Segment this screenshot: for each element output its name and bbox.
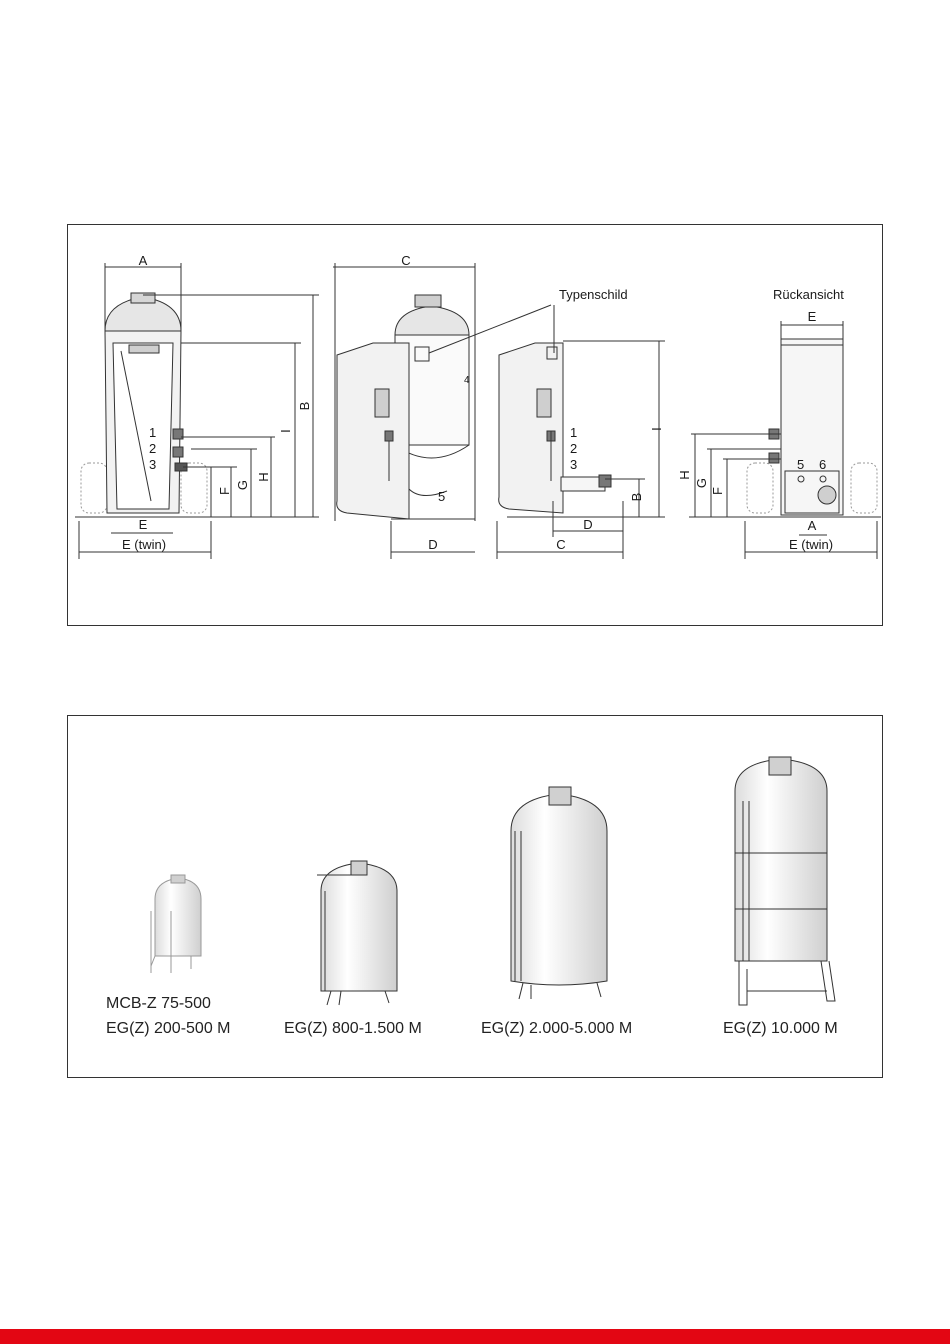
- typenschild-label: Typenschild: [559, 287, 628, 302]
- dim-label-g: G: [235, 480, 250, 490]
- tank-2000-5000: [511, 787, 607, 999]
- connection-3-label: 3: [149, 457, 156, 472]
- connection-1-label: 1: [149, 425, 156, 440]
- dim-label-f: F: [217, 487, 232, 495]
- dim-label-b: B: [297, 402, 312, 411]
- tank-small: [151, 875, 201, 973]
- tank-800-1500: [317, 861, 397, 1005]
- dim-label-a: A: [139, 253, 148, 268]
- dim-label-f-rear: F: [710, 487, 725, 495]
- rear-view: [689, 321, 881, 559]
- tank-caption-1-line2: EG(Z) 200-500 M: [106, 1018, 230, 1040]
- dimension-drawing: A C Typenschild Rückansicht E 1 2 3 1 2 …: [68, 225, 884, 627]
- connection-6-label-rear: 6: [819, 457, 826, 472]
- dim-label-b-right: B: [629, 493, 644, 502]
- dim-label-a-rear: A: [808, 518, 817, 533]
- dim-label-d-side: D: [428, 537, 437, 552]
- tank-caption-1-line1: MCB-Z 75-500: [106, 993, 211, 1015]
- dimension-drawing-panel: A C Typenschild Rückansicht E 1 2 3 1 2 …: [67, 224, 883, 626]
- connection-5-label: 5: [438, 489, 445, 504]
- front-view: [75, 293, 216, 517]
- dim-label-e-rear: E: [808, 309, 817, 324]
- dim-label-h: H: [256, 472, 271, 481]
- dim-label-e: E: [139, 517, 148, 532]
- footer-accent-bar: [0, 1329, 950, 1344]
- dim-label-i-right: I: [649, 427, 664, 431]
- dim-label-h-rear: H: [677, 470, 692, 479]
- connection-3-label-right: 3: [570, 457, 577, 472]
- tank-caption-2: EG(Z) 800-1.500 M: [284, 1018, 422, 1040]
- cabinet-view: [497, 341, 665, 559]
- connection-4-label: 4: [464, 375, 470, 386]
- dim-label-d: D: [583, 517, 592, 532]
- connection-5-label-rear: 5: [797, 457, 804, 472]
- connection-2-label: 2: [149, 441, 156, 456]
- dim-label-e-twin: E (twin): [122, 537, 166, 552]
- dim-label-c-bottom: C: [556, 537, 565, 552]
- connection-2-label-right: 2: [570, 441, 577, 456]
- tank-10000: [735, 757, 835, 1005]
- dim-label-g-rear: G: [694, 478, 709, 488]
- connection-1-label-right: 1: [570, 425, 577, 440]
- dim-label-c: C: [401, 253, 410, 268]
- dim-label-e-twin-rear: E (twin): [789, 537, 833, 552]
- rueckansicht-label: Rückansicht: [773, 287, 844, 302]
- dim-label-i: I: [278, 429, 293, 433]
- tank-caption-4: EG(Z) 10.000 M: [723, 1018, 838, 1040]
- tank-caption-3: EG(Z) 2.000-5.000 M: [481, 1018, 632, 1040]
- side-view: [333, 263, 475, 559]
